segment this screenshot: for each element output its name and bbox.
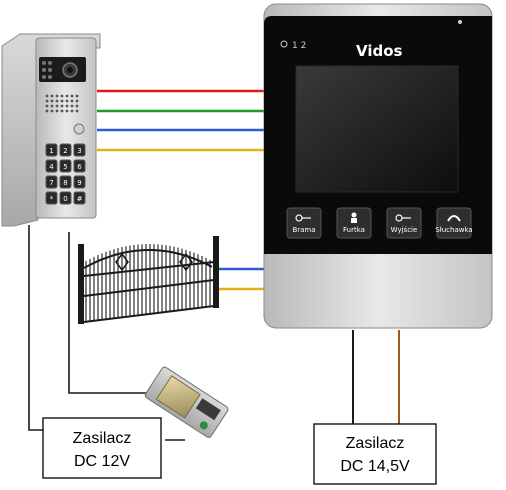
keypad-key[interactable]: 5 [59, 159, 72, 173]
keypad-key[interactable]: 8 [59, 175, 72, 189]
psu-left-box [42, 417, 162, 479]
keypad-key[interactable]: 4 [45, 159, 58, 173]
door-panel: 1 2 3 4 5 6 7 8 9 * 0 # [1, 33, 101, 227]
monitor-button-4[interactable]: Słuchawka [435, 207, 473, 239]
keypad-key[interactable]: 6 [73, 159, 86, 173]
psu-right: Zasilacz DC 14,5V [313, 423, 437, 485]
monitor: 1 2 Vidos Brama Furtka Wyjście Słuchawka [263, 3, 493, 329]
keypad-key-label: 3 [77, 147, 81, 155]
electric-lock [144, 366, 229, 438]
person-icon [351, 212, 357, 223]
psu-left-name: Zasilacz [73, 430, 132, 447]
ir-led-icon [42, 61, 52, 79]
keypad-key[interactable]: * [45, 191, 58, 205]
speaker-grille-icon [45, 94, 79, 113]
panel-to-lock-wire [68, 232, 150, 394]
monitor-button-label: Brama [292, 226, 315, 234]
keypad-key-label: 9 [77, 179, 81, 187]
power-led-icon [280, 40, 288, 48]
monitor-button-3[interactable]: Wyjście [386, 207, 422, 239]
gate-post-right [213, 236, 219, 308]
keypad: 1 2 3 4 5 6 7 8 9 * 0 # [45, 143, 86, 205]
keypad-key-label: 5 [63, 163, 67, 171]
panel-body [35, 37, 97, 219]
psu-right-box [313, 423, 437, 485]
monitor-screen [295, 65, 459, 193]
keypad-key-label: 4 [49, 163, 54, 171]
keypad-key-label: 1 [49, 147, 53, 155]
monitor-buttons: Brama Furtka Wyjście Słuchawka [286, 207, 473, 239]
monitor-button-label: Furtka [343, 226, 365, 234]
keypad-key[interactable]: 2 [59, 143, 72, 157]
channel-indicator: 1 2 [292, 41, 306, 51]
monitor-button-label: Słuchawka [435, 226, 472, 234]
keypad-key[interactable]: # [73, 191, 86, 205]
keypad-key[interactable]: 7 [45, 175, 58, 189]
psu-right-voltage: DC 14,5V [340, 458, 410, 475]
key-icon [395, 214, 411, 222]
keypad-key-label: 8 [63, 179, 67, 187]
monitor-button-1[interactable]: Brama [286, 207, 322, 239]
keypad-key-label: # [77, 195, 83, 203]
monitor-button-2[interactable]: Furtka [336, 207, 372, 239]
gate-top-rail [83, 249, 213, 269]
gate-ornament-icon [179, 252, 193, 272]
key-icon [295, 214, 311, 222]
monitor-button-label: Wyjście [391, 226, 418, 234]
lock-terminal-icon [199, 421, 208, 430]
psu-left: Zasilacz DC 12V [42, 417, 162, 479]
indicator-dot-icon [458, 20, 462, 24]
keypad-key-label: * [50, 195, 54, 203]
keypad-key-label: 0 [63, 195, 67, 203]
gate [78, 236, 219, 324]
psu-right-name: Zasilacz [346, 435, 405, 452]
keypad-key[interactable]: 9 [73, 175, 86, 189]
keypad-key-label: 7 [49, 179, 53, 187]
keypad-key-label: 2 [63, 147, 67, 155]
bell-button[interactable] [73, 123, 85, 135]
wires [28, 89, 400, 441]
brand-logo: Vidos [356, 42, 403, 60]
keypad-key[interactable]: 3 [73, 143, 86, 157]
keypad-key[interactable]: 1 [45, 143, 58, 157]
gate-post-left [78, 244, 84, 324]
lock-latch [155, 375, 201, 419]
handset-icon [447, 215, 461, 222]
gate-ornament-icon [115, 252, 129, 272]
keypad-key[interactable]: 0 [59, 191, 72, 205]
panel-to-psu-wire [28, 225, 44, 431]
psu-left-voltage: DC 12V [74, 453, 130, 470]
keypad-key-label: 6 [77, 163, 82, 171]
